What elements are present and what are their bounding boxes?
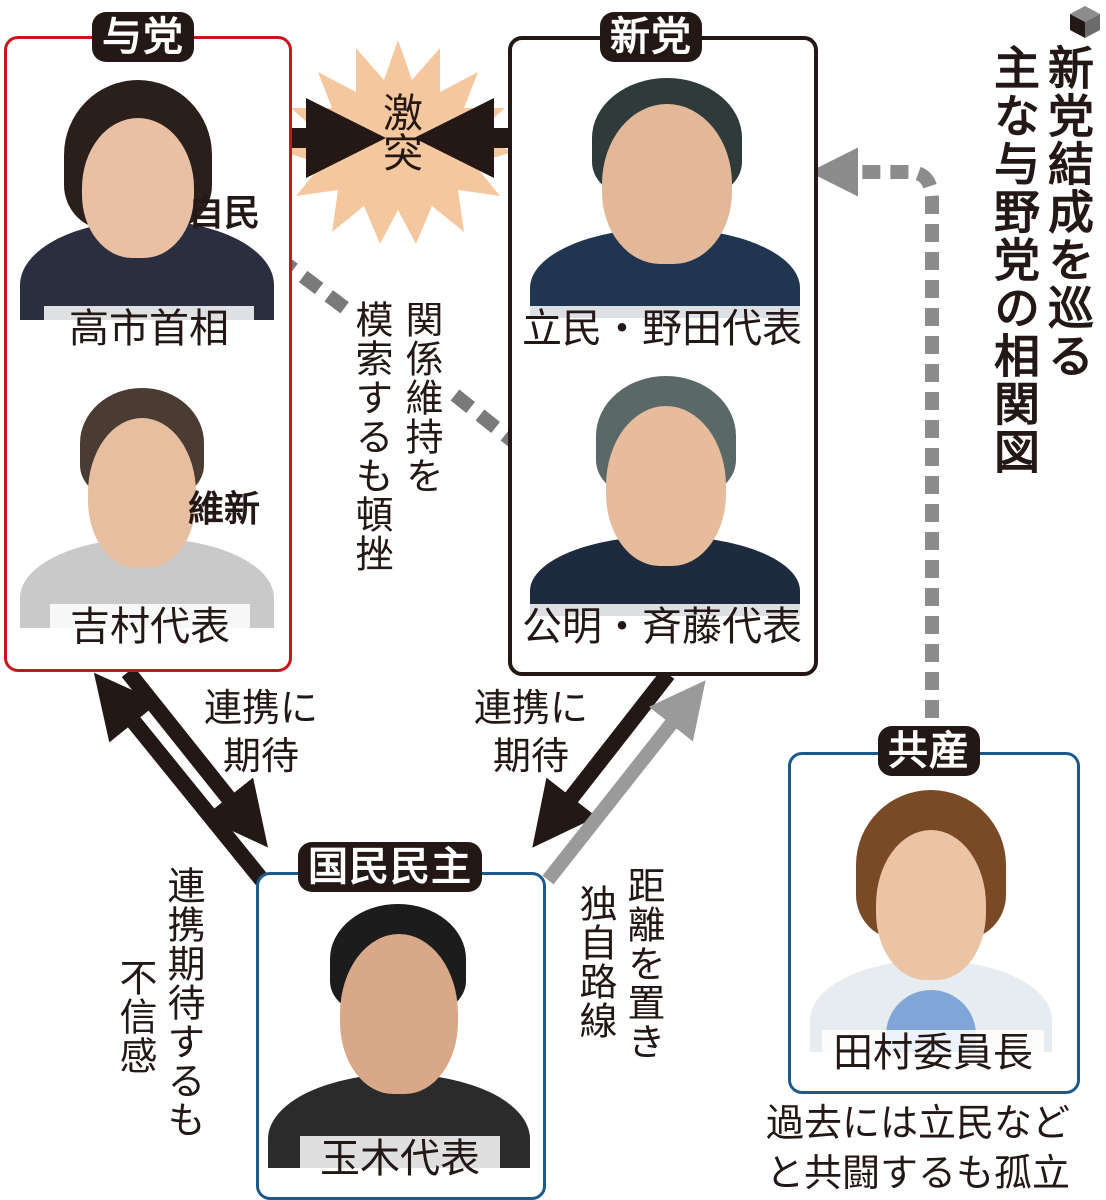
new-to-dpfp-arrow	[532, 669, 675, 848]
yoshimura-caption: 吉村代表	[50, 604, 250, 650]
jcp-note-line-2: と共闘するも孤立	[766, 1151, 1071, 1195]
ldp-komeito-text-1: 関係維持を	[399, 300, 443, 495]
title-icon	[1068, 4, 1102, 38]
clash-label: 激突	[376, 92, 422, 172]
saito-caption: 公明・斉藤代表	[518, 604, 806, 650]
title-line-2: 主な与野党の相関図	[987, 44, 1041, 476]
tamaki-caption: 玉木代表	[300, 1136, 500, 1182]
dpfp-to-ruling-text-2: 不信感	[113, 958, 157, 1075]
jcp-label: 共産	[878, 726, 980, 776]
dpfp-to-new-text-1: 距離を置き	[621, 866, 665, 1061]
cube-icon	[1070, 6, 1100, 38]
new-to-dpfp-text: 連携に 期待	[466, 684, 596, 780]
dpfp-to-ruling-text-1: 連携期待するも	[161, 866, 205, 1139]
jcp-note: 過去には立民など と共闘するも孤立	[766, 1098, 1106, 1198]
title-line-1: 新党結成を巡る	[1041, 44, 1095, 380]
takaichi-caption: 高市首相	[44, 306, 254, 352]
dpfp-to-ruling-arrow	[93, 672, 269, 886]
jcp-note-line-1: 過去には立民など	[766, 1101, 1071, 1145]
new-party-label: 新党	[600, 12, 702, 62]
saito-photo	[530, 376, 800, 616]
ldp-komeito-text-2: 模索するも頓挫	[349, 300, 393, 573]
ruling-to-dpfp-text: 連携に 期待	[196, 684, 326, 780]
ishin-party-label: 維新	[188, 489, 261, 530]
takaichi-photo	[20, 70, 274, 320]
jcp-to-new-dashed-arrow	[809, 147, 939, 718]
ruling-party-label: 与党	[92, 12, 194, 62]
tamura-photo	[800, 790, 1062, 1052]
new-to-dpfp-text-2: 期待	[492, 734, 569, 778]
ruling-to-dpfp-text-2: 期待	[222, 734, 299, 778]
tamura-caption: 田村委員長	[822, 1030, 1044, 1076]
clash-starburst	[284, 40, 512, 244]
noda-photo	[530, 78, 800, 318]
new-to-dpfp-text-1: 連携に	[473, 686, 588, 730]
tamaki-photo	[268, 904, 530, 1168]
dpfp-to-new-arrow	[542, 680, 706, 885]
dpfp-to-new-text-2: 独自路線	[573, 884, 617, 1040]
dpfp-label: 国民民主	[298, 842, 482, 892]
ldp-party-label: 自民	[188, 193, 261, 234]
noda-caption: 立民・野田代表	[518, 306, 806, 352]
ruling-to-dpfp-text-1: 連携に	[203, 686, 318, 730]
